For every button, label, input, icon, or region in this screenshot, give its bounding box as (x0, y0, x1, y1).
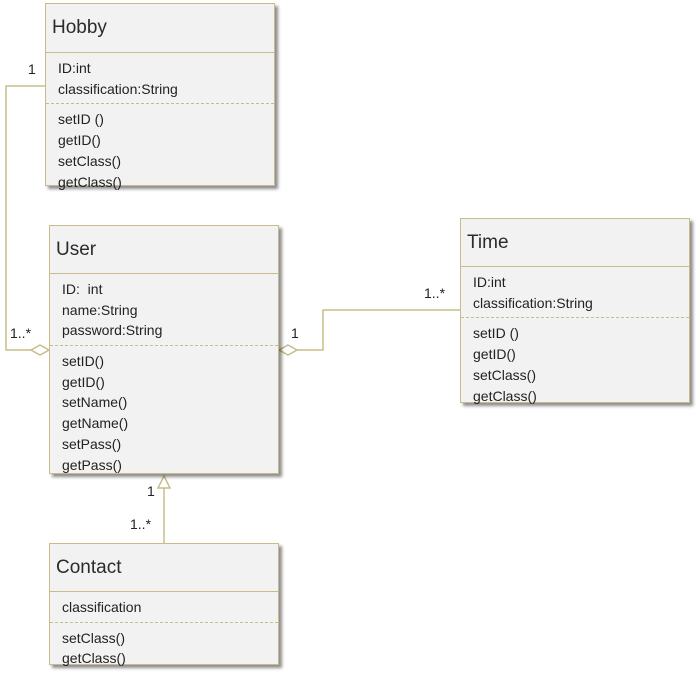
operation: setClass() (473, 366, 537, 383)
operation: setPass() (62, 435, 122, 452)
attribute: ID:int (58, 60, 91, 76)
hobby-user-aggregation-diamond (29, 344, 51, 356)
operation: setName() (62, 394, 128, 411)
attribute: password:String (62, 322, 163, 339)
generalization-arrowhead (156, 474, 172, 489)
operation: getID() (62, 373, 105, 390)
multiplicity-label: 1 (28, 61, 36, 77)
user-time-aggregation-line (297, 309, 461, 351)
class-time-attributes: ID:int classification:String (461, 267, 689, 319)
multiplicity-label: 1 (147, 483, 155, 499)
operation: getClass() (58, 173, 122, 190)
class-contact[interactable]: Contact classification setClass() getCla… (49, 543, 279, 666)
operation: getID() (58, 131, 101, 148)
operation: setID() (62, 352, 104, 369)
operation: getClass() (62, 650, 126, 667)
operation: setID () (473, 325, 519, 342)
operation: getID() (473, 345, 516, 362)
user-time-aggregation-diamond (277, 344, 299, 356)
class-hobby-attributes: ID:int classification:String (46, 53, 274, 105)
multiplicity-label: 1 (291, 325, 299, 341)
attribute: classification:String (473, 294, 593, 311)
attribute: classification (62, 599, 142, 615)
class-time-operations: setID () getID() setClass() getClass() (461, 318, 689, 410)
operation: getPass() (62, 456, 122, 473)
operation: getName() (62, 415, 129, 432)
multiplicity-label: 1..* (424, 285, 446, 301)
class-user[interactable]: User ID: int name:String password:String… (49, 225, 279, 474)
class-hobby[interactable]: Hobby ID:int classification:String setID… (45, 3, 275, 190)
class-contact-operations: setClass() getClass() (50, 623, 278, 674)
class-hobby-operations: setID () getID() setClass() getClass() (46, 104, 274, 196)
class-user-operations: setID() getID() setName() getName() setP… (50, 346, 278, 480)
operation: setClass() (58, 152, 122, 169)
class-contact-attributes: classification (50, 592, 278, 623)
class-user-attributes: ID: int name:String password:String (50, 274, 278, 346)
multiplicity-label: 1..* (10, 325, 32, 341)
attribute: ID:int (473, 274, 506, 290)
class-time-name: Time (461, 219, 689, 267)
operation: setID () (58, 111, 104, 128)
class-user-name: User (50, 226, 278, 274)
class-contact-name: Contact (50, 544, 278, 592)
attribute: ID: int (62, 281, 103, 297)
multiplicity-label: 1..* (130, 516, 152, 532)
hobby-user-aggregation-line (5, 85, 49, 351)
attribute: classification:String (58, 80, 178, 97)
class-hobby-name: Hobby (46, 4, 274, 53)
class-time[interactable]: Time ID:int classification:String setID … (460, 218, 690, 404)
operation: setClass() (62, 629, 126, 646)
operation: getClass() (473, 387, 537, 404)
attribute: name:String (62, 301, 138, 318)
